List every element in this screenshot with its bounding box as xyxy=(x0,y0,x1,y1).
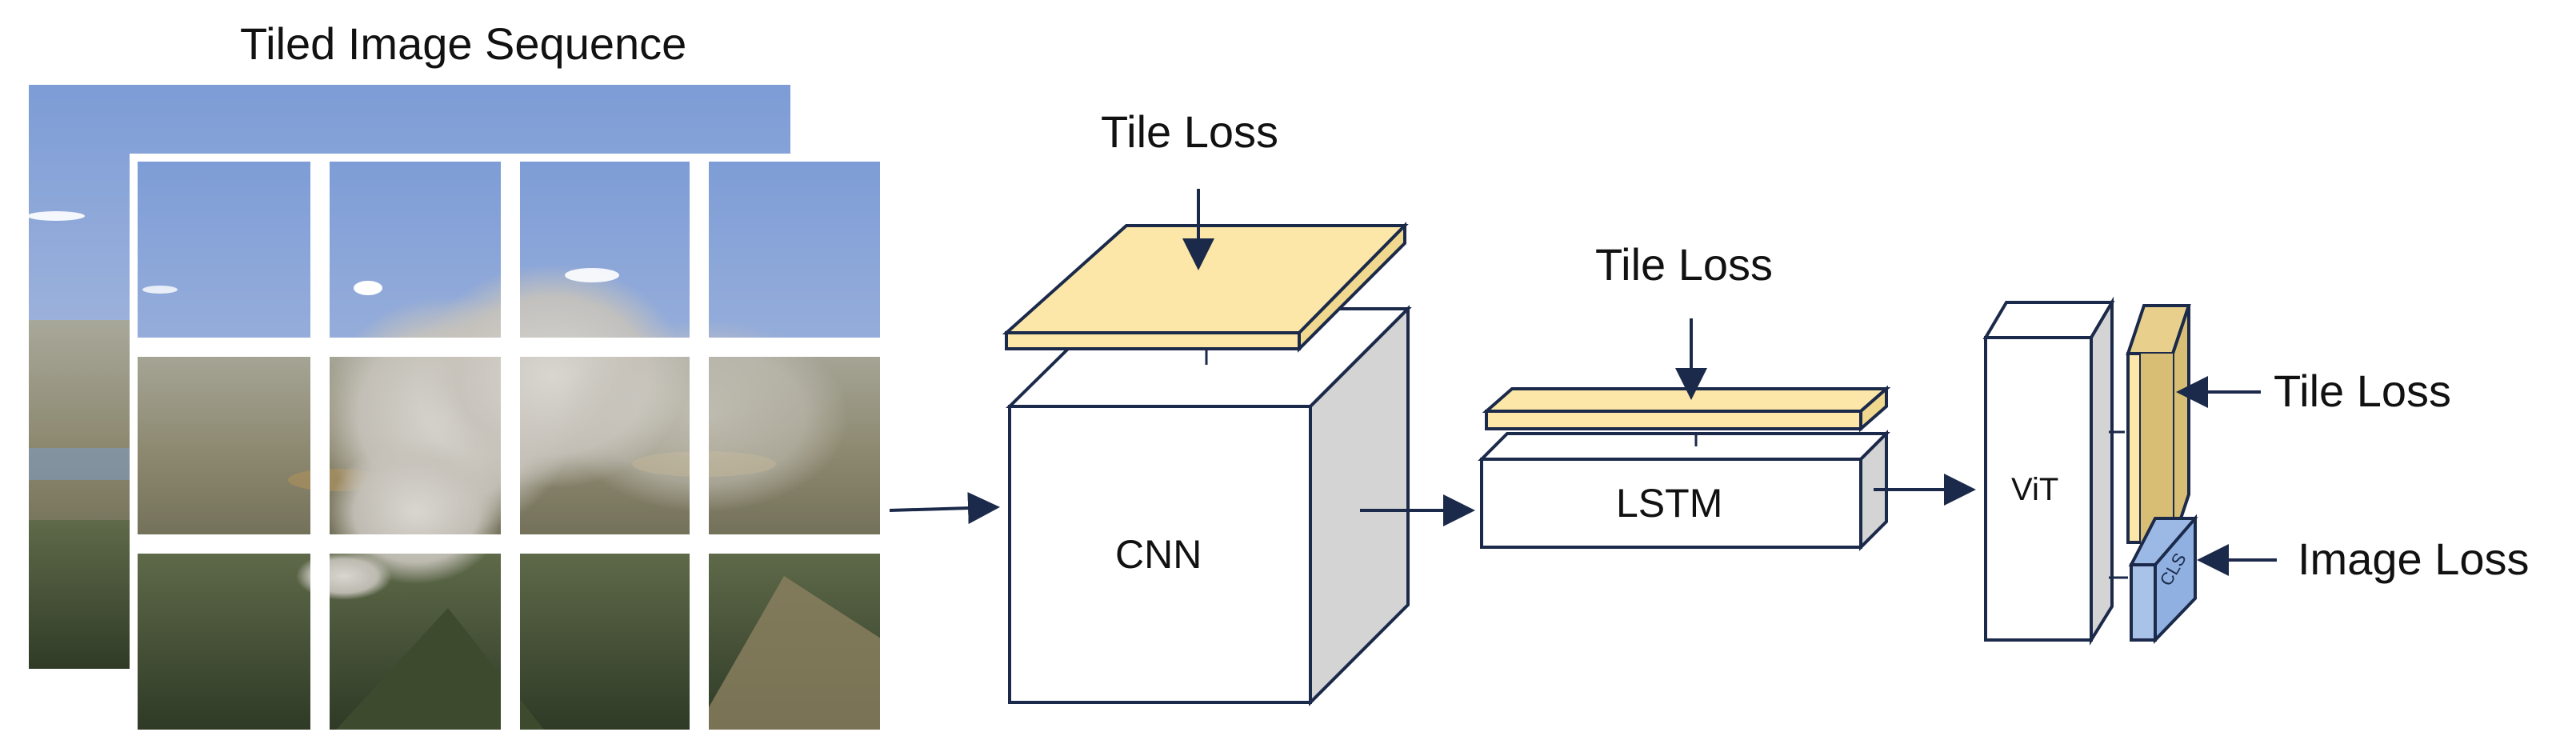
lstm-block xyxy=(1478,430,1890,551)
tiled-image xyxy=(130,154,883,730)
cls-block: CLS xyxy=(2128,514,2198,644)
cnn-label: CNN xyxy=(1115,532,1202,577)
vit-block xyxy=(1982,296,2128,646)
cnn-tile-loss-label: Tile Loss xyxy=(1101,106,1279,157)
image-loss-label: Image Loss xyxy=(2298,534,2530,584)
lstm-label: LSTM xyxy=(1616,481,1723,526)
lstm-tile-loss-label: Tile Loss xyxy=(1595,239,1774,290)
cnn-loss-plate xyxy=(1002,222,1409,353)
arrow-image-to-cnn xyxy=(889,492,1000,525)
diagram-title: Tiled Image Sequence xyxy=(240,18,687,69)
cnn-block xyxy=(1006,305,1412,706)
vit-label: ViT xyxy=(2011,472,2059,507)
vit-loss-plate xyxy=(2126,304,2191,544)
vit-tile-loss-label: Tile Loss xyxy=(2274,366,2452,416)
lstm-loss-plate xyxy=(1482,385,1891,433)
